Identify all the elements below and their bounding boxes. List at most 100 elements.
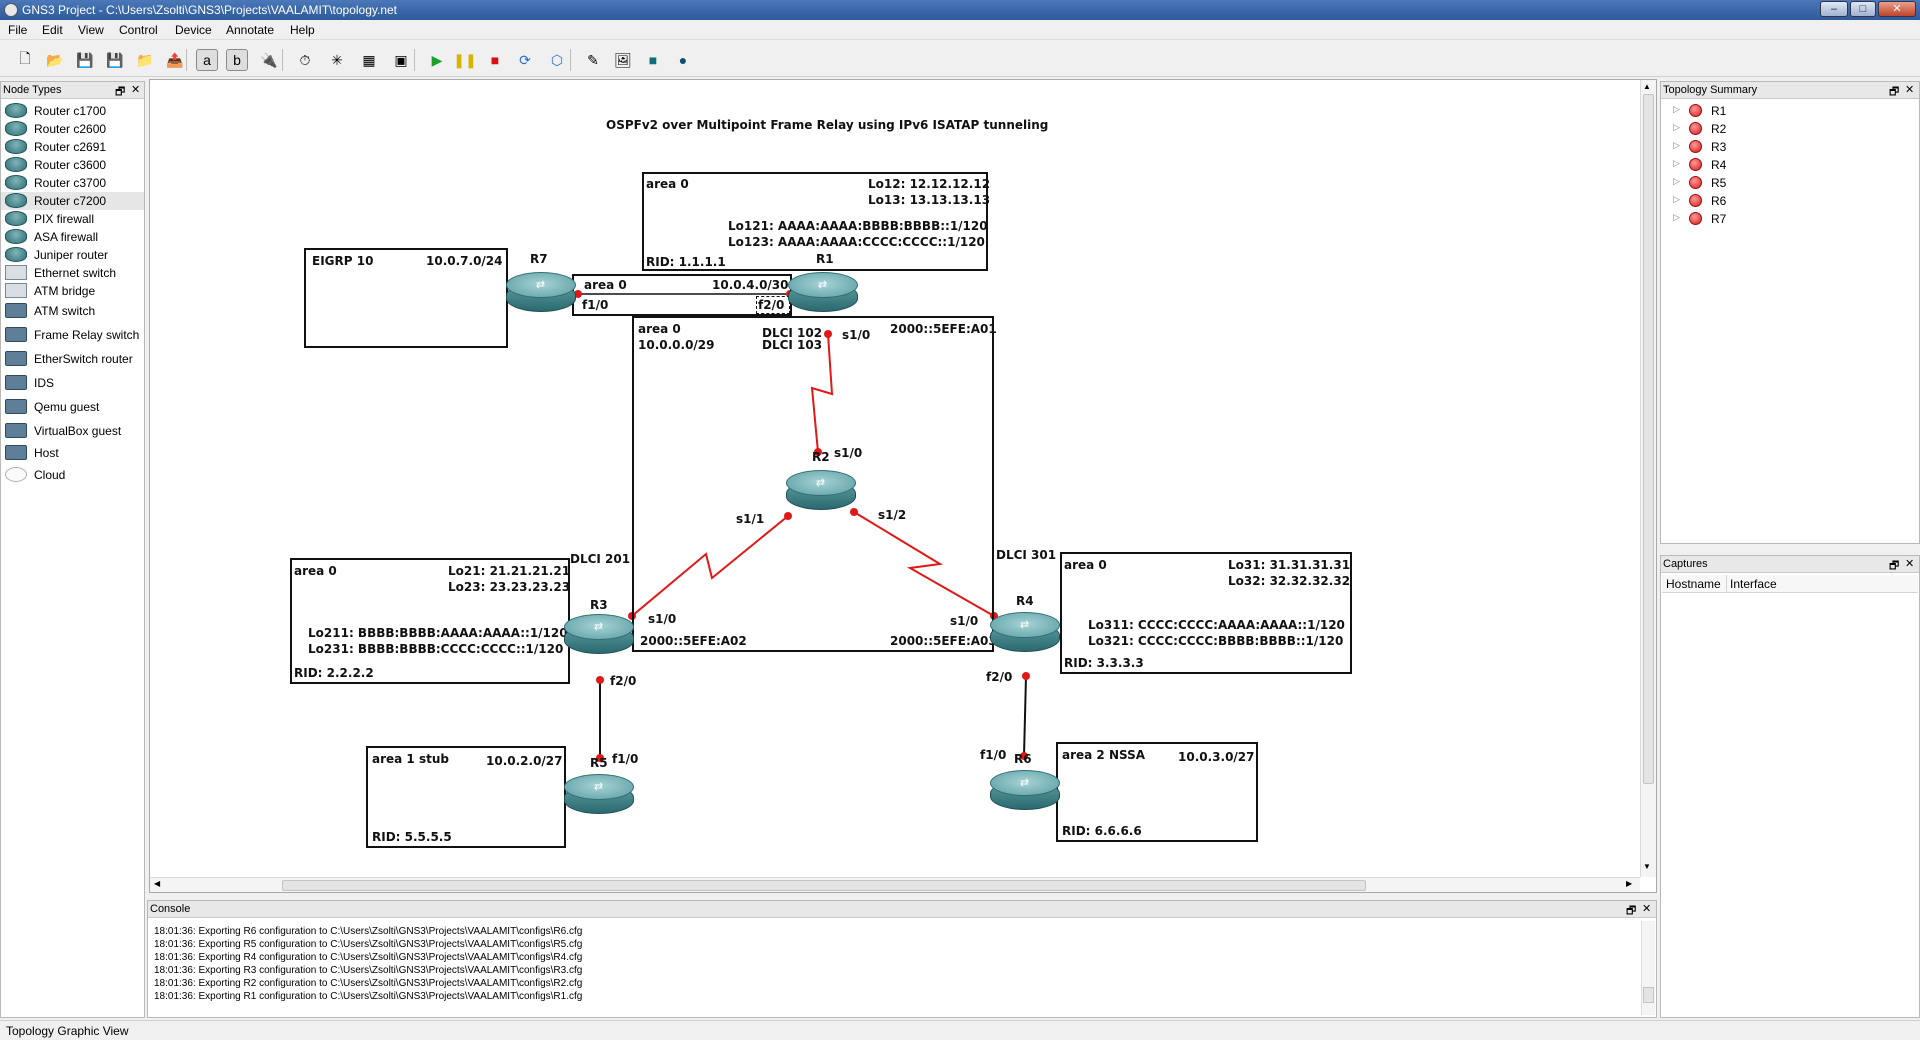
insert-picture-icon[interactable]: 🖼: [614, 51, 632, 68]
node-type-item[interactable]: Qemu guest: [1, 398, 144, 416]
minimize-button[interactable]: –: [1820, 1, 1848, 17]
save-as-icon[interactable]: 💾: [106, 51, 124, 68]
topology-canvas[interactable]: [149, 79, 1657, 893]
expand-arrow-icon[interactable]: ▷: [1673, 122, 1680, 132]
router-icon: [5, 247, 27, 262]
node-type-item[interactable]: Router c3700: [1, 174, 144, 192]
node-type-item[interactable]: VirtualBox guest: [1, 422, 144, 440]
float-icon[interactable]: 🗗: [115, 86, 126, 98]
add-note-icon[interactable]: ✎: [587, 51, 599, 68]
close-button[interactable]: ✕: [1878, 1, 1916, 17]
menu-edit[interactable]: Edit: [42, 23, 63, 37]
node-type-item[interactable]: PIX firewall: [1, 210, 144, 228]
column-interface[interactable]: Interface: [1730, 577, 1777, 591]
router-r4-label: R4: [1016, 594, 1034, 608]
scroll-left-icon[interactable]: ◀: [154, 879, 161, 888]
router-r1[interactable]: ⇄: [788, 272, 858, 314]
node-type-item[interactable]: Router c1700: [1, 102, 144, 120]
node-type-item[interactable]: Frame Relay switch: [1, 326, 144, 344]
expand-arrow-icon[interactable]: ▷: [1673, 140, 1680, 150]
router-r3[interactable]: ⇄: [564, 614, 634, 656]
horizontal-scroll-thumb[interactable]: [282, 880, 1366, 891]
r7-info-box: EIGRP 10 10.0.7.0/24: [304, 248, 508, 348]
draw-ellipse-icon[interactable]: ●: [678, 52, 688, 68]
node-type-item[interactable]: IDS: [1, 374, 144, 392]
menu-view[interactable]: View: [78, 23, 104, 37]
r4-lo321: Lo321: CCCC:CCCC:BBBB:BBBB::1/120: [1088, 634, 1344, 648]
vertical-scroll-thumb[interactable]: [1643, 94, 1654, 784]
show-hostnames-icon[interactable]: a: [196, 49, 218, 71]
expand-arrow-icon[interactable]: ▷: [1673, 158, 1680, 168]
close-icon[interactable]: ✕: [131, 84, 141, 96]
reload-all-icon[interactable]: ⟳: [519, 51, 531, 68]
r1-lo123: Lo123: AAAA:AAAA:CCCC:CCCC::1/120: [728, 235, 985, 249]
menu-help[interactable]: Help: [290, 23, 315, 37]
maximize-button[interactable]: □: [1850, 1, 1876, 17]
r3-lo23: Lo23: 23.23.23.23: [448, 580, 571, 594]
capture-icon[interactable]: ▦: [362, 51, 376, 68]
node-type-label: ATM switch: [34, 304, 96, 318]
node-type-item[interactable]: EtherSwitch router: [1, 350, 144, 368]
float-icon[interactable]: 🗗: [1889, 560, 1900, 572]
save-project-icon[interactable]: 💾: [76, 51, 94, 68]
node-type-item[interactable]: Router c2691: [1, 138, 144, 156]
canvas-vertical-scrollbar[interactable]: ▲ ▼: [1640, 80, 1656, 877]
scroll-right-icon[interactable]: ▶: [1626, 879, 1633, 888]
draw-rectangle-icon[interactable]: ■: [648, 52, 658, 68]
console-scrollbar[interactable]: [1641, 921, 1655, 1015]
open-folder-icon[interactable]: 📁: [136, 51, 154, 68]
close-icon[interactable]: ✕: [1905, 84, 1915, 96]
star-icon[interactable]: ✳: [331, 51, 343, 68]
router-icon: [5, 229, 27, 244]
menu-file[interactable]: File: [8, 23, 28, 37]
start-all-icon[interactable]: ▶: [431, 51, 443, 68]
menu-control[interactable]: Control: [119, 23, 158, 37]
add-link-icon[interactable]: 🔌: [260, 51, 278, 68]
open-project-icon[interactable]: 📂: [46, 51, 64, 68]
node-type-item[interactable]: Ethernet switch: [1, 264, 144, 282]
node-type-item[interactable]: ATM bridge: [1, 282, 144, 300]
router-r6[interactable]: ⇄: [990, 770, 1060, 812]
menu-bar: File Edit View Control Device Annotate H…: [0, 20, 1920, 40]
console-icon[interactable]: ▣: [394, 51, 408, 68]
suspend-all-icon[interactable]: ❚❚: [453, 51, 477, 68]
node-type-item[interactable]: ATM switch: [1, 302, 144, 320]
node-type-item[interactable]: Router c3600: [1, 156, 144, 174]
node-type-item[interactable]: Host: [1, 444, 144, 462]
close-icon[interactable]: ✕: [1642, 903, 1652, 915]
menu-annotate[interactable]: Annotate: [226, 23, 275, 37]
router-stopped-status-icon: [1689, 122, 1702, 135]
node-type-item[interactable]: Cloud: [1, 466, 144, 484]
topology-item-label: R1: [1711, 104, 1727, 118]
router-r5[interactable]: ⇄: [564, 774, 634, 816]
expand-arrow-icon[interactable]: ▷: [1673, 176, 1680, 186]
clock-icon[interactable]: ⏱: [299, 51, 311, 68]
r4-lo32: Lo32: 32.32.32.32: [1228, 574, 1351, 588]
show-interface-labels-icon[interactable]: b: [226, 49, 248, 71]
canvas-horizontal-scrollbar[interactable]: ◀ ▶: [150, 877, 1640, 892]
float-icon[interactable]: 🗗: [1626, 905, 1637, 917]
menu-device[interactable]: Device: [175, 23, 212, 37]
scroll-down-icon[interactable]: ▼: [1643, 862, 1651, 871]
console-scroll-thumb[interactable]: [1643, 987, 1654, 1003]
node-type-item[interactable]: Juniper router: [1, 246, 144, 264]
console-log[interactable]: 18:01:36: Exporting R6 configuration to …: [154, 925, 582, 1003]
node-type-item[interactable]: Router c7200: [1, 192, 144, 210]
expand-arrow-icon[interactable]: ▷: [1673, 212, 1680, 222]
router-r7[interactable]: ⇄: [506, 272, 576, 314]
export-icon[interactable]: 📤: [166, 51, 184, 68]
column-hostname[interactable]: Hostname: [1666, 577, 1721, 591]
float-icon[interactable]: 🗗: [1889, 86, 1900, 98]
virtualbox-icon[interactable]: ⬡: [550, 51, 564, 68]
expand-arrow-icon[interactable]: ▷: [1673, 104, 1680, 114]
new-project-icon[interactable]: 🗋: [19, 50, 31, 66]
router-r2[interactable]: ⇄: [786, 470, 856, 512]
router-icon: [5, 193, 27, 208]
stop-all-icon[interactable]: ■: [490, 52, 500, 68]
expand-arrow-icon[interactable]: ▷: [1673, 194, 1680, 204]
node-type-item[interactable]: ASA firewall: [1, 228, 144, 246]
close-icon[interactable]: ✕: [1905, 558, 1915, 570]
node-type-item[interactable]: Router c2600: [1, 120, 144, 138]
router-r4[interactable]: ⇄: [990, 612, 1060, 654]
scroll-up-icon[interactable]: ▲: [1643, 82, 1651, 91]
